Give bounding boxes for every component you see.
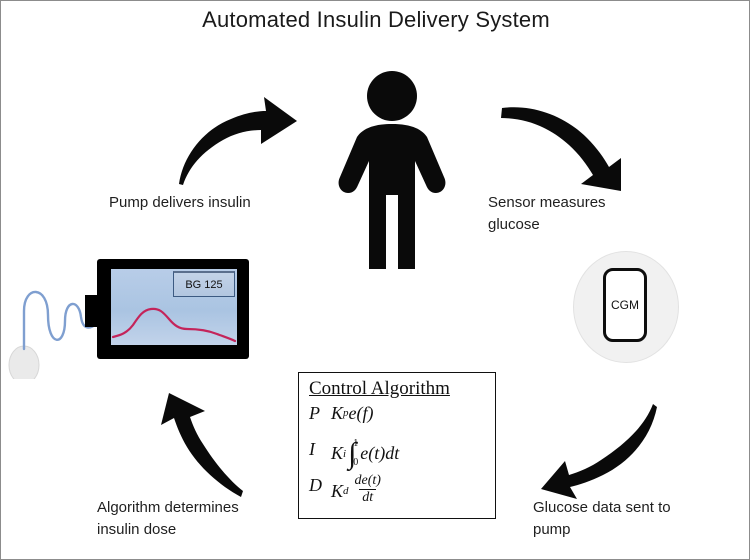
cgm-sensor[interactable]: CGM (573, 251, 679, 363)
derivative-fraction: de(t) dt (352, 473, 384, 505)
equation-term-i: I (309, 438, 315, 459)
expression-p: e(f) (348, 402, 374, 423)
bg-readout-badge: BG 125 (173, 271, 235, 297)
integral-icon: ∫ 1 0 (348, 436, 359, 470)
gain-kd: K (331, 480, 344, 501)
integral-lower-limit: 0 (353, 457, 359, 469)
gain-kp: K (331, 402, 344, 423)
curved-arrow-up-left-icon (127, 393, 243, 499)
curved-arrow-down-left-icon (529, 399, 663, 503)
pump-screen[interactable]: BG 125 (111, 269, 237, 345)
cgm-transmitter: CGM (603, 268, 647, 342)
caption-pump-delivers-insulin: Pump delivers insulin (109, 194, 251, 211)
page-title: Automated Insulin Delivery System (202, 7, 550, 32)
integral-upper-limit: 1 (353, 437, 359, 449)
curved-arrow-up-right-icon (169, 94, 301, 186)
gain-kp-subscript: p (343, 407, 349, 420)
gain-kd-superscript: d (343, 485, 349, 498)
fraction-denominator: dt (359, 488, 377, 506)
cgm-label: CGM (611, 298, 639, 312)
insulin-pump[interactable]: BG 125 (1, 249, 261, 399)
control-algorithm-heading: Control Algorithm (309, 378, 450, 399)
caption-algorithm-determines-dose: Algorithm determines insulin dose (97, 499, 239, 538)
gain-ki: K (331, 443, 344, 464)
glucose-trend-trace (111, 307, 237, 343)
bg-readout-value: BG 125 (185, 278, 223, 291)
expression-i: e(t)dt (360, 443, 400, 464)
curved-arrow-down-right-icon (499, 94, 633, 192)
gain-ki-subscript: i (343, 447, 347, 460)
caption-glucose-data-sent: Glucose data sent to pump (533, 499, 671, 538)
infusion-tubing-icon (8, 290, 99, 379)
fraction-numerator: de(t) (354, 472, 381, 488)
equation-term-p: P (309, 402, 320, 423)
equation-term-d: D (309, 474, 322, 495)
person-figure-icon (331, 69, 453, 274)
caption-sensor-measures-glucose: Sensor measures glucose (488, 194, 606, 233)
